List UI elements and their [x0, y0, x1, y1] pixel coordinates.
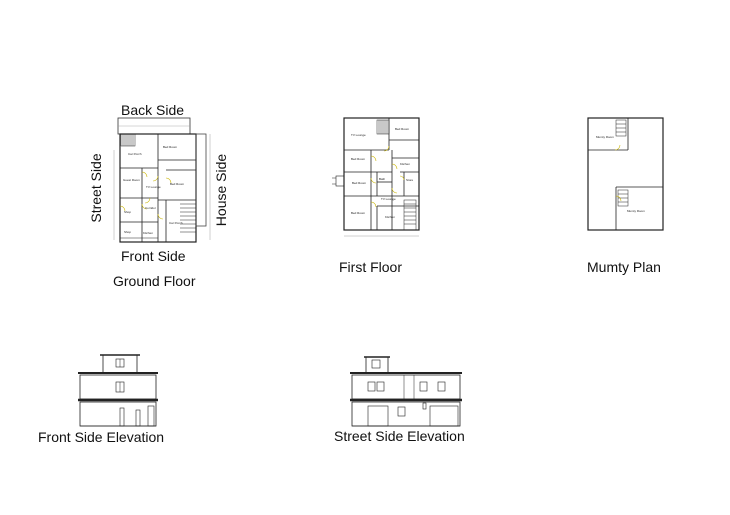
ff-room-bed-room-2: Bed Room — [351, 157, 366, 161]
ff-room-bath: Bath — [379, 177, 386, 181]
front-side-label: Front Side — [121, 248, 186, 264]
street-elevation — [350, 356, 462, 427]
gf-room-car-porch: Car Porch — [128, 152, 142, 156]
gf-room-bed-room: Bed Room — [163, 145, 178, 149]
gf-room-kitchen: Kitchen — [143, 231, 154, 235]
ground-floor-plan — [113, 117, 211, 243]
ff-room-kitchen: Kitchen — [400, 162, 411, 166]
front-elevation — [78, 354, 158, 427]
gf-room-shop-1: Shop — [124, 210, 132, 214]
ground-stair — [120, 133, 136, 147]
first-floor-plan — [332, 117, 420, 237]
ff-room-bed-room-3: Bed Room — [352, 181, 367, 185]
mumty-room-top: Mumty Room — [596, 135, 614, 139]
back-side-label: Back Side — [121, 102, 185, 118]
gf-room-shop-2: Shop — [124, 230, 132, 234]
mumty-plan — [587, 117, 664, 231]
street-side-label: Street Side — [88, 153, 104, 223]
front-elevation-caption: Front Side Elevation — [38, 429, 165, 445]
gf-room-bed-room-2: Bed Room — [170, 182, 185, 186]
first-floor-caption: First Floor — [339, 259, 402, 275]
mumty-room-bottom: Mumty Room — [627, 209, 645, 213]
gf-room-corridor: Corridor — [145, 206, 156, 210]
ff-room-kitchen-2: Kitchen — [385, 215, 396, 219]
ff-room-tv-lounge-2: TV Lounge — [381, 197, 396, 201]
ff-room-bed-room-1: Bed Room — [395, 127, 410, 131]
mumty-plan-caption: Mumty Plan — [587, 259, 661, 275]
ff-room-bed-room-4: Bed Room — [351, 211, 366, 215]
street-elevation-caption: Street Side Elevation — [334, 428, 465, 444]
ff-room-tv-lounge: TV Lounge — [351, 133, 366, 137]
house-side-label: House Side — [213, 153, 229, 227]
gf-room-tv-lounge: TV Lounge — [146, 185, 161, 189]
gf-room-car-porch-2: Car Porch — [169, 221, 183, 225]
gf-room-guest-room: Guest Room — [123, 178, 140, 182]
ground-floor-caption: Ground Floor — [113, 273, 196, 289]
ff-room-store: Store — [406, 178, 414, 182]
